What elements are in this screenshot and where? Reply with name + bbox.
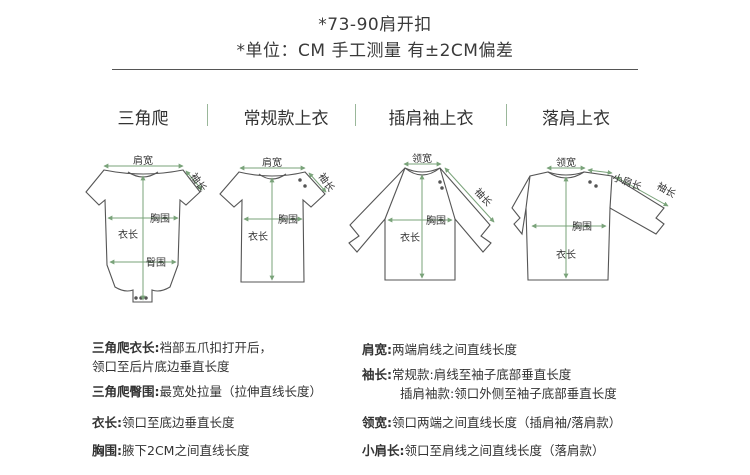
def-sleeve: 袖长:常规款:肩线至袖子底部垂直长度 插肩袖款:领口外侧至袖子底部垂直长度 (362, 365, 617, 403)
drop-shoulder-top-diagram (511, 165, 669, 281)
def-text: 领口至底边垂直长度 (122, 415, 235, 430)
def-term: 三角爬臀围: (92, 384, 160, 399)
category-separator (355, 104, 356, 126)
def-term: 领宽: (362, 415, 392, 430)
drop-sleeve-label: 袖长 (655, 179, 679, 200)
romper-hip-label: 臀围 (146, 257, 166, 269)
def-text: 常规款:肩线至袖子底部垂直长度 (392, 367, 572, 382)
def-text: 最宽处拉量（拉伸直线长度） (159, 384, 323, 399)
drop-collar-label: 领宽 (556, 156, 576, 169)
raglan-length-label: 衣长 (400, 231, 420, 244)
raglan-top-outline (348, 167, 492, 281)
romper-chest-label: 胸围 (150, 212, 170, 225)
romper-outline (85, 169, 201, 303)
raglan-sleeve-label: 袖长 (472, 185, 495, 209)
category-raglan-top: 插肩袖上衣 (388, 109, 474, 129)
def-text-2: 领口至后片底边垂直长度 (92, 359, 230, 374)
def-text: 腋下2CM之间直线长度 (122, 443, 250, 458)
def-text: 两端肩线之间直线长度 (392, 342, 518, 357)
regular-shoulder-label: 肩宽 (262, 156, 282, 169)
regular-top-diagram (219, 165, 327, 283)
def-text-2: 插肩袖款:领口外侧至袖子底部垂直长度 (400, 386, 617, 401)
regular-top-outline (219, 171, 326, 283)
raglan-top-diagram (348, 161, 495, 281)
drop-chest-label: 胸围 (572, 220, 592, 233)
divider-rule (112, 69, 638, 70)
def-term: 衣长: (92, 415, 122, 430)
category-separator (506, 104, 507, 126)
def-text: 裆部五爪扣打开后， (159, 340, 273, 355)
def-romper-hip: 三角爬臀围:最宽处拉量（拉伸直线长度） (92, 382, 322, 401)
regular-sleeve-label: 袖长 (316, 170, 338, 194)
header-line-2: *单位：CM 手工测量 有±2CM偏差 (236, 41, 514, 61)
regular-chest-label: 胸围 (278, 213, 298, 226)
def-collar: 领宽:领口两端之间直线长度（插肩袖/落肩款） (362, 413, 621, 432)
category-drop-shoulder-top: 落肩上衣 (542, 109, 610, 129)
category-regular-top: 常规款上衣 (243, 109, 329, 129)
def-text: 领口两端之间直线长度（插肩袖/落肩款） (392, 415, 622, 430)
def-length: 衣长:领口至底边垂直长度 (92, 413, 235, 432)
drop-length-label: 衣长 (556, 248, 576, 261)
raglan-collar-label: 领宽 (412, 152, 432, 165)
header-line-1: *73-90肩开扣 (318, 15, 432, 35)
romper-sleeve-label: 袖长 (188, 170, 210, 194)
def-term: 三角爬衣长: (92, 340, 160, 355)
category-separator (207, 104, 208, 126)
def-shoulder: 肩宽:两端肩线之间直线长度 (362, 340, 517, 359)
raglan-chest-label: 胸围 (426, 214, 446, 227)
romper-length-label: 衣长 (118, 228, 138, 241)
def-term: 肩宽: (362, 342, 392, 357)
regular-length-label: 衣长 (248, 230, 268, 243)
category-romper: 三角爬 (117, 109, 169, 129)
def-text: 领口至肩线之间直线长度（落肩款） (404, 443, 605, 458)
def-term: 胸围: (92, 443, 122, 458)
def-romper-length: 三角爬衣长:裆部五爪扣打开后， 领口至后片底边垂直长度 (92, 338, 272, 376)
garment-diagrams: 肩宽 袖长 胸围 衣长 臀围 肩宽 袖长 胸围 衣长 领宽 袖长 胸围 衣长 (85, 152, 679, 303)
def-chest: 胸围:腋下2CM之间直线长度 (92, 441, 249, 460)
def-small-shoulder: 小肩长:领口至肩线之间直线长度（落肩款） (362, 441, 605, 460)
def-term: 小肩长: (362, 443, 405, 458)
def-term: 袖长: (362, 367, 392, 382)
drop-small-shoulder-label: 小肩长 (611, 171, 644, 193)
drop-shoulder-top-outline (511, 171, 665, 281)
romper-shoulder-label: 肩宽 (133, 154, 153, 167)
romper-diagram (85, 163, 203, 303)
